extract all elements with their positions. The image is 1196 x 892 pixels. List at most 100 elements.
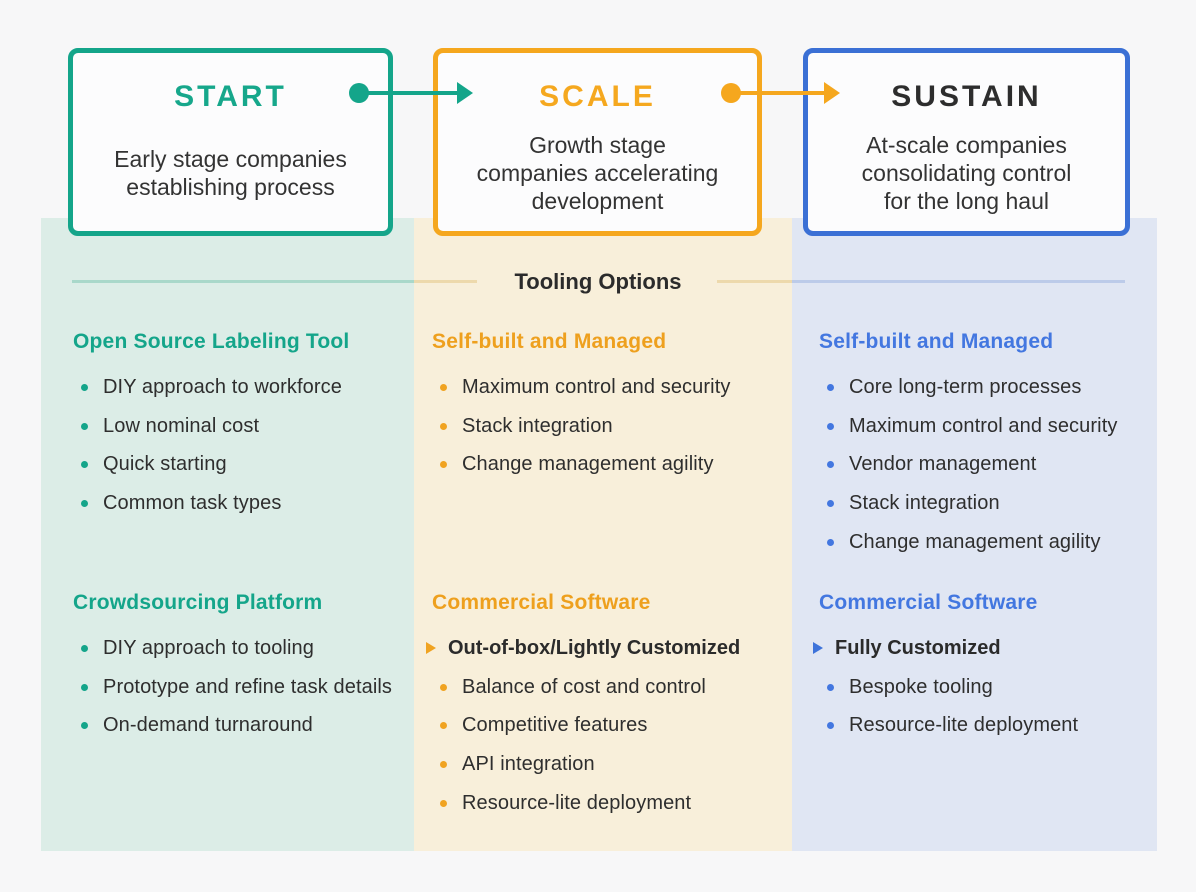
bullet-item: Maximum control and security xyxy=(432,368,788,407)
bullet-text: Change management agility xyxy=(462,453,714,476)
stage-description: At-scale companies consolidating control… xyxy=(861,131,1072,214)
stage-description: Early stage companies establishing proce… xyxy=(114,145,347,200)
column-sustain: Self-built and Managed Core long-term pr… xyxy=(792,218,1157,851)
bullet-text: Core long-term processes xyxy=(849,375,1082,398)
section-crowdsourcing-platform: Crowdsourcing Platform DIY approach to t… xyxy=(73,591,410,745)
section-self-built-managed-scale: Self-built and Managed Maximum control a… xyxy=(432,330,788,484)
subitem-fully-customized: Fully Customized xyxy=(813,629,1153,668)
stage-box-scale: SCALE Growth stage companies acceleratin… xyxy=(433,48,762,236)
bullet-item: Competitive features xyxy=(432,706,788,745)
bullet-item: DIY approach to workforce xyxy=(73,368,410,407)
bullet-text: Stack integration xyxy=(849,491,1000,514)
bullet-item: Quick starting xyxy=(73,445,410,484)
stage-description: Growth stage companies accelerating deve… xyxy=(476,131,719,214)
connector-line xyxy=(359,91,459,95)
bullet-text: Common task types xyxy=(103,491,282,514)
section-heading: Commercial Software xyxy=(819,591,1038,614)
bullet-dot-icon xyxy=(440,760,447,768)
arrowhead-icon xyxy=(457,82,473,104)
stage-box-start: START Early stage companies establishing… xyxy=(68,48,393,236)
subitem-out-of-box: Out-of-box/Lightly Customized xyxy=(426,629,788,668)
bullet-dot-icon xyxy=(827,722,834,730)
section-commercial-software-scale: Commercial Software Out-of-box/Lightly C… xyxy=(426,591,788,823)
bullet-text: Bespoke tooling xyxy=(849,675,993,698)
bullet-dot-icon xyxy=(81,644,88,652)
stage-desc-wrap: At-scale companies consolidating control… xyxy=(808,114,1125,231)
bullet-text: Maximum control and security xyxy=(849,414,1118,437)
bullet-item: Bespoke tooling xyxy=(819,668,1153,707)
bullet-text: Competitive features xyxy=(462,714,648,737)
bullet-text: Maximum control and security xyxy=(462,375,731,398)
bullet-item: Balance of cost and control xyxy=(432,668,788,707)
section-heading: Open Source Labeling Tool xyxy=(73,330,350,353)
tooling-options-title: Tooling Options xyxy=(514,269,682,294)
bullet-dot-icon xyxy=(440,722,447,730)
divider-line-right xyxy=(717,280,1125,283)
bullet-text: Resource-lite deployment xyxy=(849,714,1079,737)
bullet-dot-icon xyxy=(827,383,834,391)
bullet-text: API integration xyxy=(462,752,595,775)
bullet-text: DIY approach to tooling xyxy=(103,636,314,659)
bullet-item: Change management agility xyxy=(819,523,1153,562)
bullet-dot-icon xyxy=(81,383,88,391)
bullet-text: Stack integration xyxy=(462,414,613,437)
bullet-text: On-demand turnaround xyxy=(103,714,313,737)
bullet-item: Common task types xyxy=(73,484,410,523)
bullet-text: Vendor management xyxy=(849,453,1037,476)
stage-desc-wrap: Early stage companies establishing proce… xyxy=(73,114,388,231)
section-heading: Commercial Software xyxy=(432,591,651,614)
stage-title: SCALE xyxy=(539,80,656,113)
bullet-item: Stack integration xyxy=(819,484,1153,523)
bullet-item: Resource-lite deployment xyxy=(819,706,1153,745)
bullet-dot-icon xyxy=(81,422,88,430)
bullet-dot-icon xyxy=(81,461,88,469)
bullet-text: DIY approach to workforce xyxy=(103,375,342,398)
bullet-text: Change management agility xyxy=(849,530,1101,553)
bullet-item: Stack integration xyxy=(432,407,788,446)
subitem-text: Out-of-box/Lightly Customized xyxy=(448,636,741,659)
section-self-built-managed-sustain: Self-built and Managed Core long-term pr… xyxy=(819,330,1153,561)
triangle-marker-icon xyxy=(813,642,823,655)
triangle-marker-icon xyxy=(426,642,436,655)
bullet-dot-icon xyxy=(827,683,834,691)
bullet-item: Vendor management xyxy=(819,445,1153,484)
bullet-dot-icon xyxy=(440,799,447,807)
bullet-dot-icon xyxy=(827,538,834,546)
section-heading: Crowdsourcing Platform xyxy=(73,591,323,614)
bullet-dot-icon xyxy=(827,461,834,469)
bullet-dot-icon xyxy=(81,683,88,691)
connector-line xyxy=(731,91,826,95)
section-commercial-software-sustain: Commercial Software Fully Customized Bes… xyxy=(813,591,1153,745)
section-heading: Self-built and Managed xyxy=(819,330,1054,353)
bullet-text: Low nominal cost xyxy=(103,414,260,437)
bullet-text: Quick starting xyxy=(103,453,227,476)
column-start: Open Source Labeling Tool DIY approach t… xyxy=(41,218,414,851)
stage-desc-wrap: Growth stage companies accelerating deve… xyxy=(438,114,757,231)
bullet-item: Maximum control and security xyxy=(819,407,1153,446)
subitem-text: Fully Customized xyxy=(835,636,1001,659)
bullet-dot-icon xyxy=(81,499,88,507)
divider-line-left xyxy=(72,280,477,283)
bullet-dot-icon xyxy=(827,422,834,430)
stage-title: START xyxy=(174,80,287,113)
bullet-text: Balance of cost and control xyxy=(462,675,706,698)
bullet-item: Prototype and refine task details xyxy=(73,668,410,707)
bullet-item: Low nominal cost xyxy=(73,407,410,446)
column-scale: Self-built and Managed Maximum control a… xyxy=(414,218,792,851)
bullet-dot-icon xyxy=(440,422,447,430)
arrowhead-icon xyxy=(824,82,840,104)
bullet-item: Core long-term processes xyxy=(819,368,1153,407)
section-open-source-labeling-tool: Open Source Labeling Tool DIY approach t… xyxy=(73,330,410,523)
bullet-dot-icon xyxy=(440,383,447,391)
bullet-dot-icon xyxy=(81,722,88,730)
bullet-dot-icon xyxy=(827,499,834,507)
stage-title: SUSTAIN xyxy=(891,80,1042,113)
stage-box-sustain: SUSTAIN At-scale companies consolidating… xyxy=(803,48,1130,236)
